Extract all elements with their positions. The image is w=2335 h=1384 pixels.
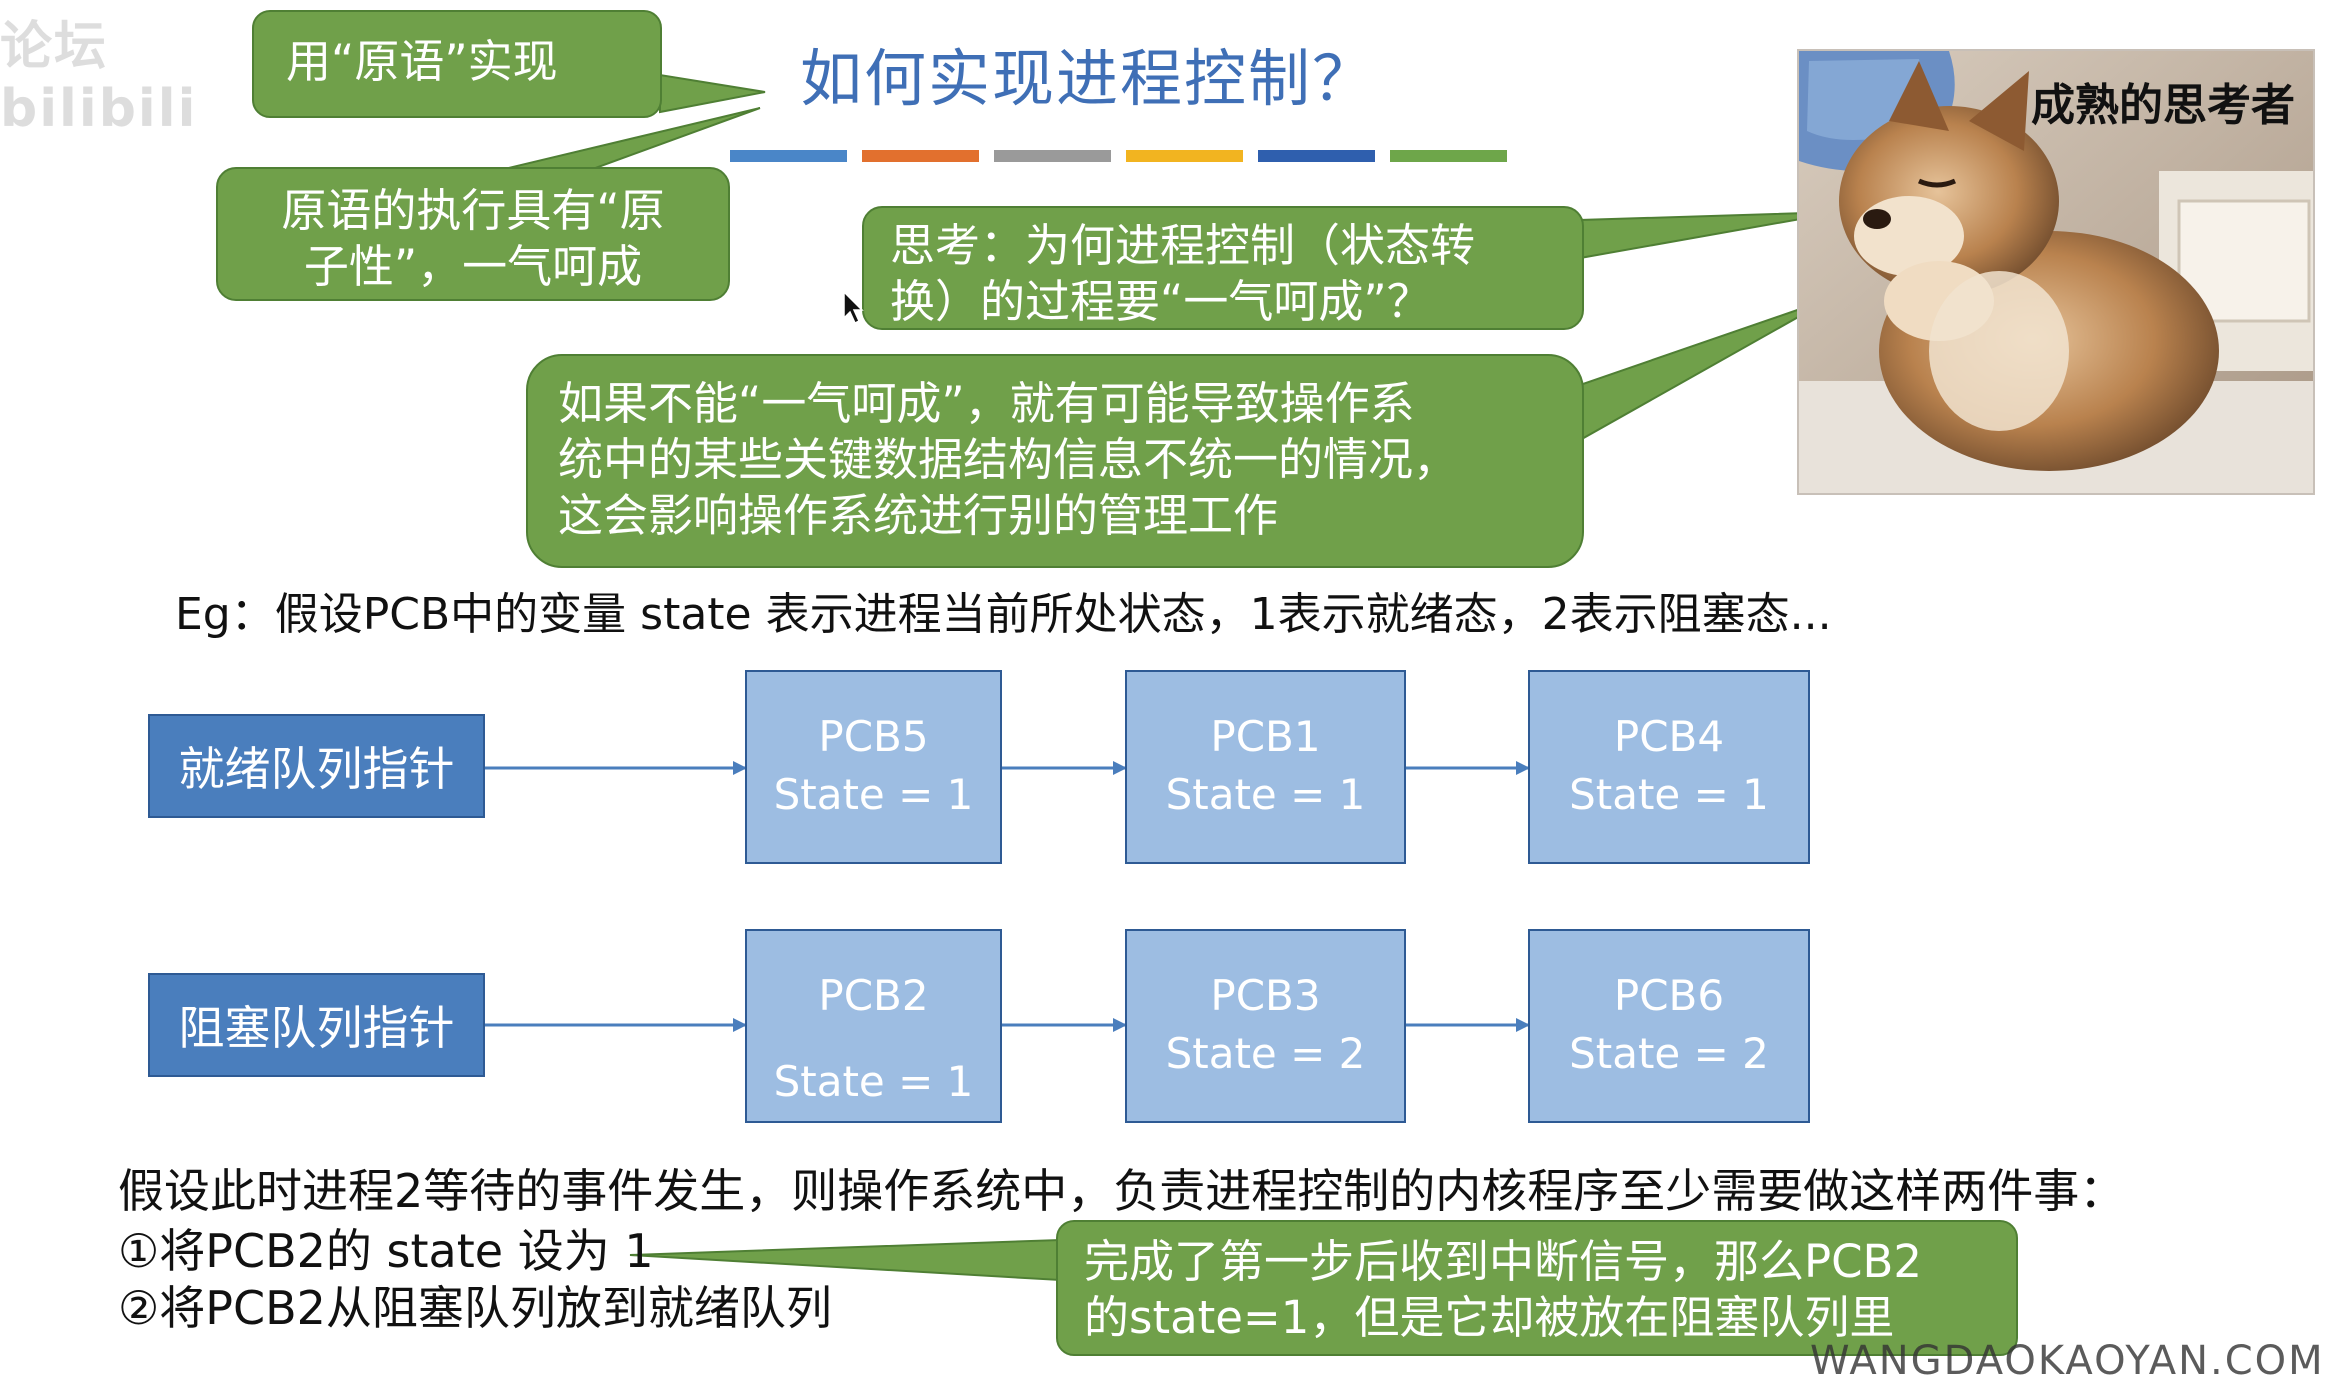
step-1: ①将PCB2的 state 设为 1 — [118, 1224, 654, 1278]
pcb-name: PCB4 — [1613, 712, 1725, 761]
atomic-bubble: 原语的执行具有“原 子性”，一气呵成 — [216, 167, 730, 301]
mouse-cursor-icon — [843, 290, 864, 325]
primitive-bubble: 用“原语”实现 — [252, 10, 662, 118]
title-color-bars — [730, 150, 1507, 164]
dog-image — [1799, 51, 2313, 493]
explain-bubble-line1: 如果不能“一气呵成”，就有可能导致操作系 — [558, 377, 1415, 430]
pcb-name: PCB2 — [818, 971, 929, 1020]
ready-queue-label: 就绪队列指针 — [178, 742, 455, 796]
photo-caption: 成熟的思考者 — [2031, 80, 2295, 131]
pcb-name: PCB5 — [818, 712, 929, 761]
ready-pcb: PCB5 State = 1 — [745, 670, 1002, 864]
explain-bubble: 如果不能“一气呵成”，就有可能导致操作系 统中的某些关键数据结构信息不统一的情况… — [526, 354, 1584, 568]
color-bar — [862, 150, 979, 162]
pcb-state: State = 1 — [773, 1057, 974, 1106]
pcb-state: State = 1 — [1165, 770, 1366, 819]
pcb-name: PCB1 — [1210, 712, 1321, 761]
ready-pcb: PCB4 State = 1 — [1528, 670, 1810, 864]
think-bubble-line2: 换）的过程要“一气呵成”？ — [890, 275, 1432, 328]
color-bar — [1126, 150, 1243, 162]
interrupt-bubble: 完成了第一步后收到中断信号，那么PCB2 的state=1，但是它却被放在阻塞队… — [1056, 1220, 2018, 1356]
interrupt-bubble-line1: 完成了第一步后收到中断信号，那么PCB2 — [1084, 1235, 1923, 1288]
blocked-queue-pointer: 阻塞队列指针 — [148, 973, 485, 1077]
footer-watermark: WANGDAOKAOYAN.COM — [1810, 1338, 2325, 1384]
slide-title: 如何实现进程控制？ — [800, 42, 1377, 115]
pcb-state: State = 1 — [1569, 770, 1769, 819]
ready-queue-pointer: 就绪队列指针 — [148, 714, 485, 818]
color-bar — [1258, 150, 1375, 162]
pcb-state: State = 2 — [1165, 1029, 1366, 1078]
pcb-name: PCB3 — [1210, 971, 1321, 1020]
blocked-pcb: PCB3 State = 2 — [1125, 929, 1406, 1123]
scenario-text: 假设此时进程2等待的事件发生，则操作系统中，负责进程控制的内核程序至少需要做这样… — [118, 1164, 2126, 1218]
pcb-state: State = 2 — [1569, 1029, 1769, 1078]
blocked-queue-label: 阻塞队列指针 — [178, 1001, 455, 1055]
example-statement: Eg：假设PCB中的变量 state 表示进程当前所处状态，1表示就绪态，2表示… — [175, 589, 1832, 640]
ready-pcb: PCB1 State = 1 — [1125, 670, 1406, 864]
blocked-pcb: PCB6 State = 2 — [1528, 929, 1810, 1123]
pcb-state: State = 1 — [773, 770, 974, 819]
color-bar — [994, 150, 1111, 162]
think-bubble: 思考：为何进程控制（状态转 换）的过程要“一气呵成”？ — [862, 206, 1584, 330]
atomic-bubble-line1: 原语的执行具有“原 — [281, 184, 665, 237]
explain-bubble-line2: 统中的某些关键数据结构信息不统一的情况， — [558, 433, 1459, 486]
think-bubble-line1: 思考：为何进程控制（状态转 — [890, 219, 1476, 272]
pcb-name: PCB6 — [1613, 971, 1725, 1020]
explain-bubble-line3: 这会影响操作系统进行别的管理工作 — [558, 489, 1279, 542]
primitive-bubble-text: 用“原语”实现 — [286, 35, 558, 88]
watermark: 论坛 bilibili — [0, 17, 198, 139]
thinking-dog-photo: 成熟的思考者 — [1797, 49, 2315, 495]
color-bar — [730, 150, 847, 162]
blocked-pcb: PCB2 State = 1 — [745, 929, 1002, 1123]
interrupt-bubble-line2: 的state=1，但是它却被放在阻塞队列里 — [1084, 1291, 1895, 1344]
step-2: ②将PCB2从阻塞队列放到就绪队列 — [118, 1281, 832, 1335]
atomic-bubble-line2: 子性”，一气呵成 — [303, 240, 643, 293]
color-bar — [1390, 150, 1507, 162]
